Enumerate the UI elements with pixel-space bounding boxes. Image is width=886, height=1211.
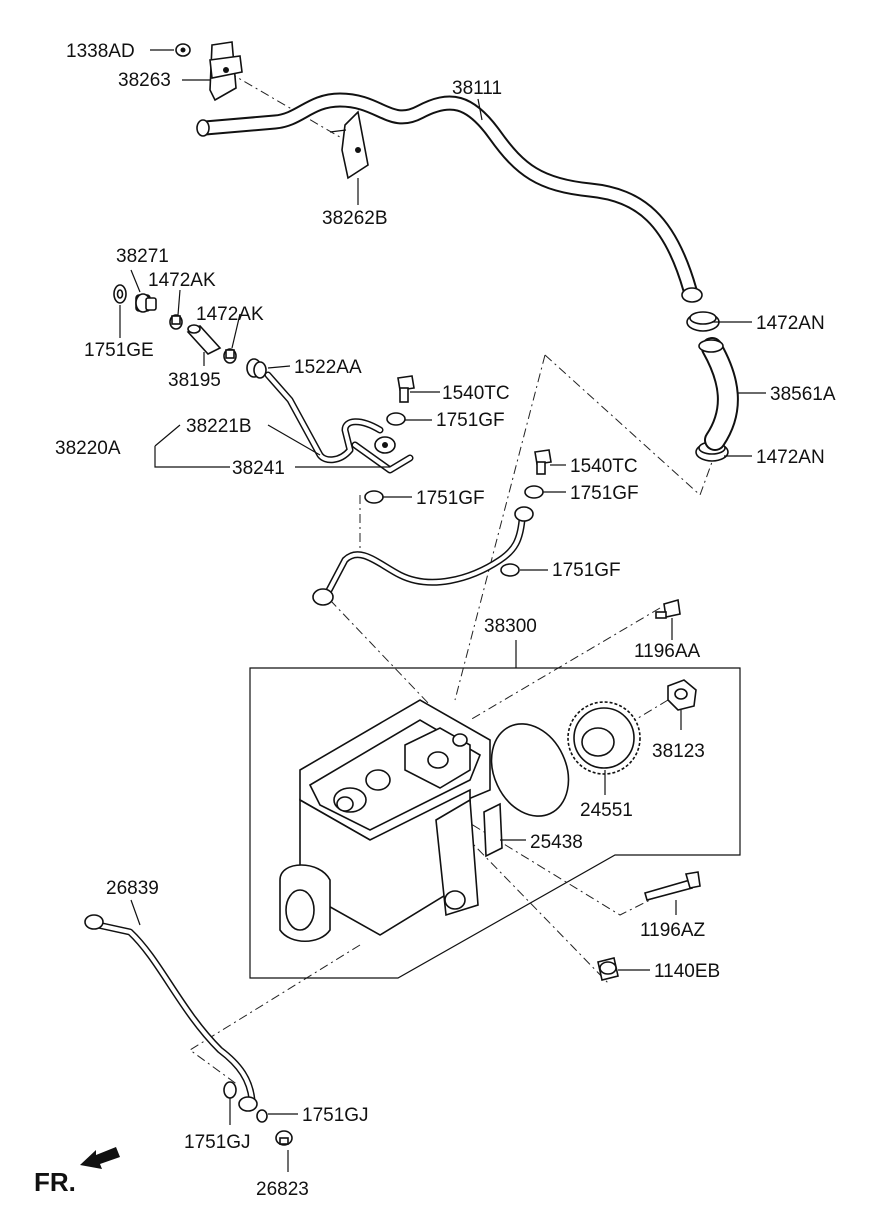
washer-1751GJ-b [256,1109,268,1123]
washer-1751GF-d [500,563,520,577]
front-label: FR. [34,1167,76,1197]
nut-38123 [667,679,697,711]
label-38263: 38263 [118,70,171,91]
label-24551: 24551 [580,800,633,821]
label-1751GJ-a: 1751GJ [184,1132,251,1153]
washer-1751GF-a [386,412,406,426]
label-38271: 38271 [116,246,169,267]
label-1140EB: 1140EB [654,961,720,982]
label-1338AD: 1338AD [66,41,135,62]
gear-24551 [567,701,641,775]
assembly-38300-frame [249,667,741,979]
label-1196AZ: 1196AZ [640,920,706,941]
fitting-1522AA [246,358,267,379]
label-38220A: 38220A [55,438,121,459]
pipe-26839 [84,914,258,1112]
label-1751GF-c: 1751GF [570,483,639,504]
washer-1751GJ-a [223,1081,237,1099]
label-38561A: 38561A [770,384,836,405]
label-26839: 26839 [106,878,159,899]
label-1472AK-b: 1472AK [196,304,264,325]
fuel-pump-38300 [279,699,491,942]
bracket-38263 [209,41,243,102]
clamp-1472AK-a [169,314,183,330]
label-38221B: 38221B [186,416,252,437]
bolt-1540TC-b [534,449,552,475]
label-1472AN-a: 1472AN [756,313,825,334]
hose-38111 [196,92,703,303]
bolt-1540TC-a [397,375,415,403]
fitting-38271 [135,293,157,313]
label-1751GE: 1751GE [84,340,154,361]
clamp-1472AK-b [223,348,237,364]
label-1540TC-a: 1540TC [442,383,510,404]
gasket-25438 [483,802,503,858]
pipe-fuel-lower [312,506,534,606]
label-1751GF-a: 1751GF [436,410,505,431]
label-38262B: 38262B [322,208,388,229]
bolt-1196AZ [644,871,701,901]
bolt-1140EB [597,957,619,981]
hose-38561A [698,337,739,451]
label-1751GF-d: 1751GF [552,560,621,581]
label-38241: 38241 [232,458,285,479]
o-ring [490,723,570,817]
front-direction-indicator: FR. [34,1147,120,1197]
front-arrow-icon [80,1147,120,1169]
label-1472AK-a: 1472AK [148,270,216,291]
bolt-26823 [275,1130,293,1146]
hose-38195 [186,324,222,355]
label-38123: 38123 [652,741,705,762]
washer-1751GF-c [524,485,544,499]
label-25438: 25438 [530,832,583,853]
label-1751GJ-b: 1751GJ [302,1105,369,1126]
bracket-38262B [329,110,369,180]
washer-1751GE [113,284,127,304]
leader-lines [119,49,766,1172]
label-1196AA: 1196AA [634,641,701,662]
pipe-38221B [264,371,414,474]
label-26823: 26823 [256,1179,309,1200]
label-1472AN-b: 1472AN [756,447,825,468]
label-1751GF-b: 1751GF [416,488,485,509]
label-38300: 38300 [484,616,537,637]
label-38195: 38195 [168,370,221,391]
label-1540TC-b: 1540TC [570,456,638,477]
label-38111: 38111 [452,78,502,99]
nut-1338AD [175,43,191,57]
washer-1751GF-b [364,490,384,504]
bolt-1196AA [655,598,681,619]
label-1522AA: 1522AA [294,357,362,378]
